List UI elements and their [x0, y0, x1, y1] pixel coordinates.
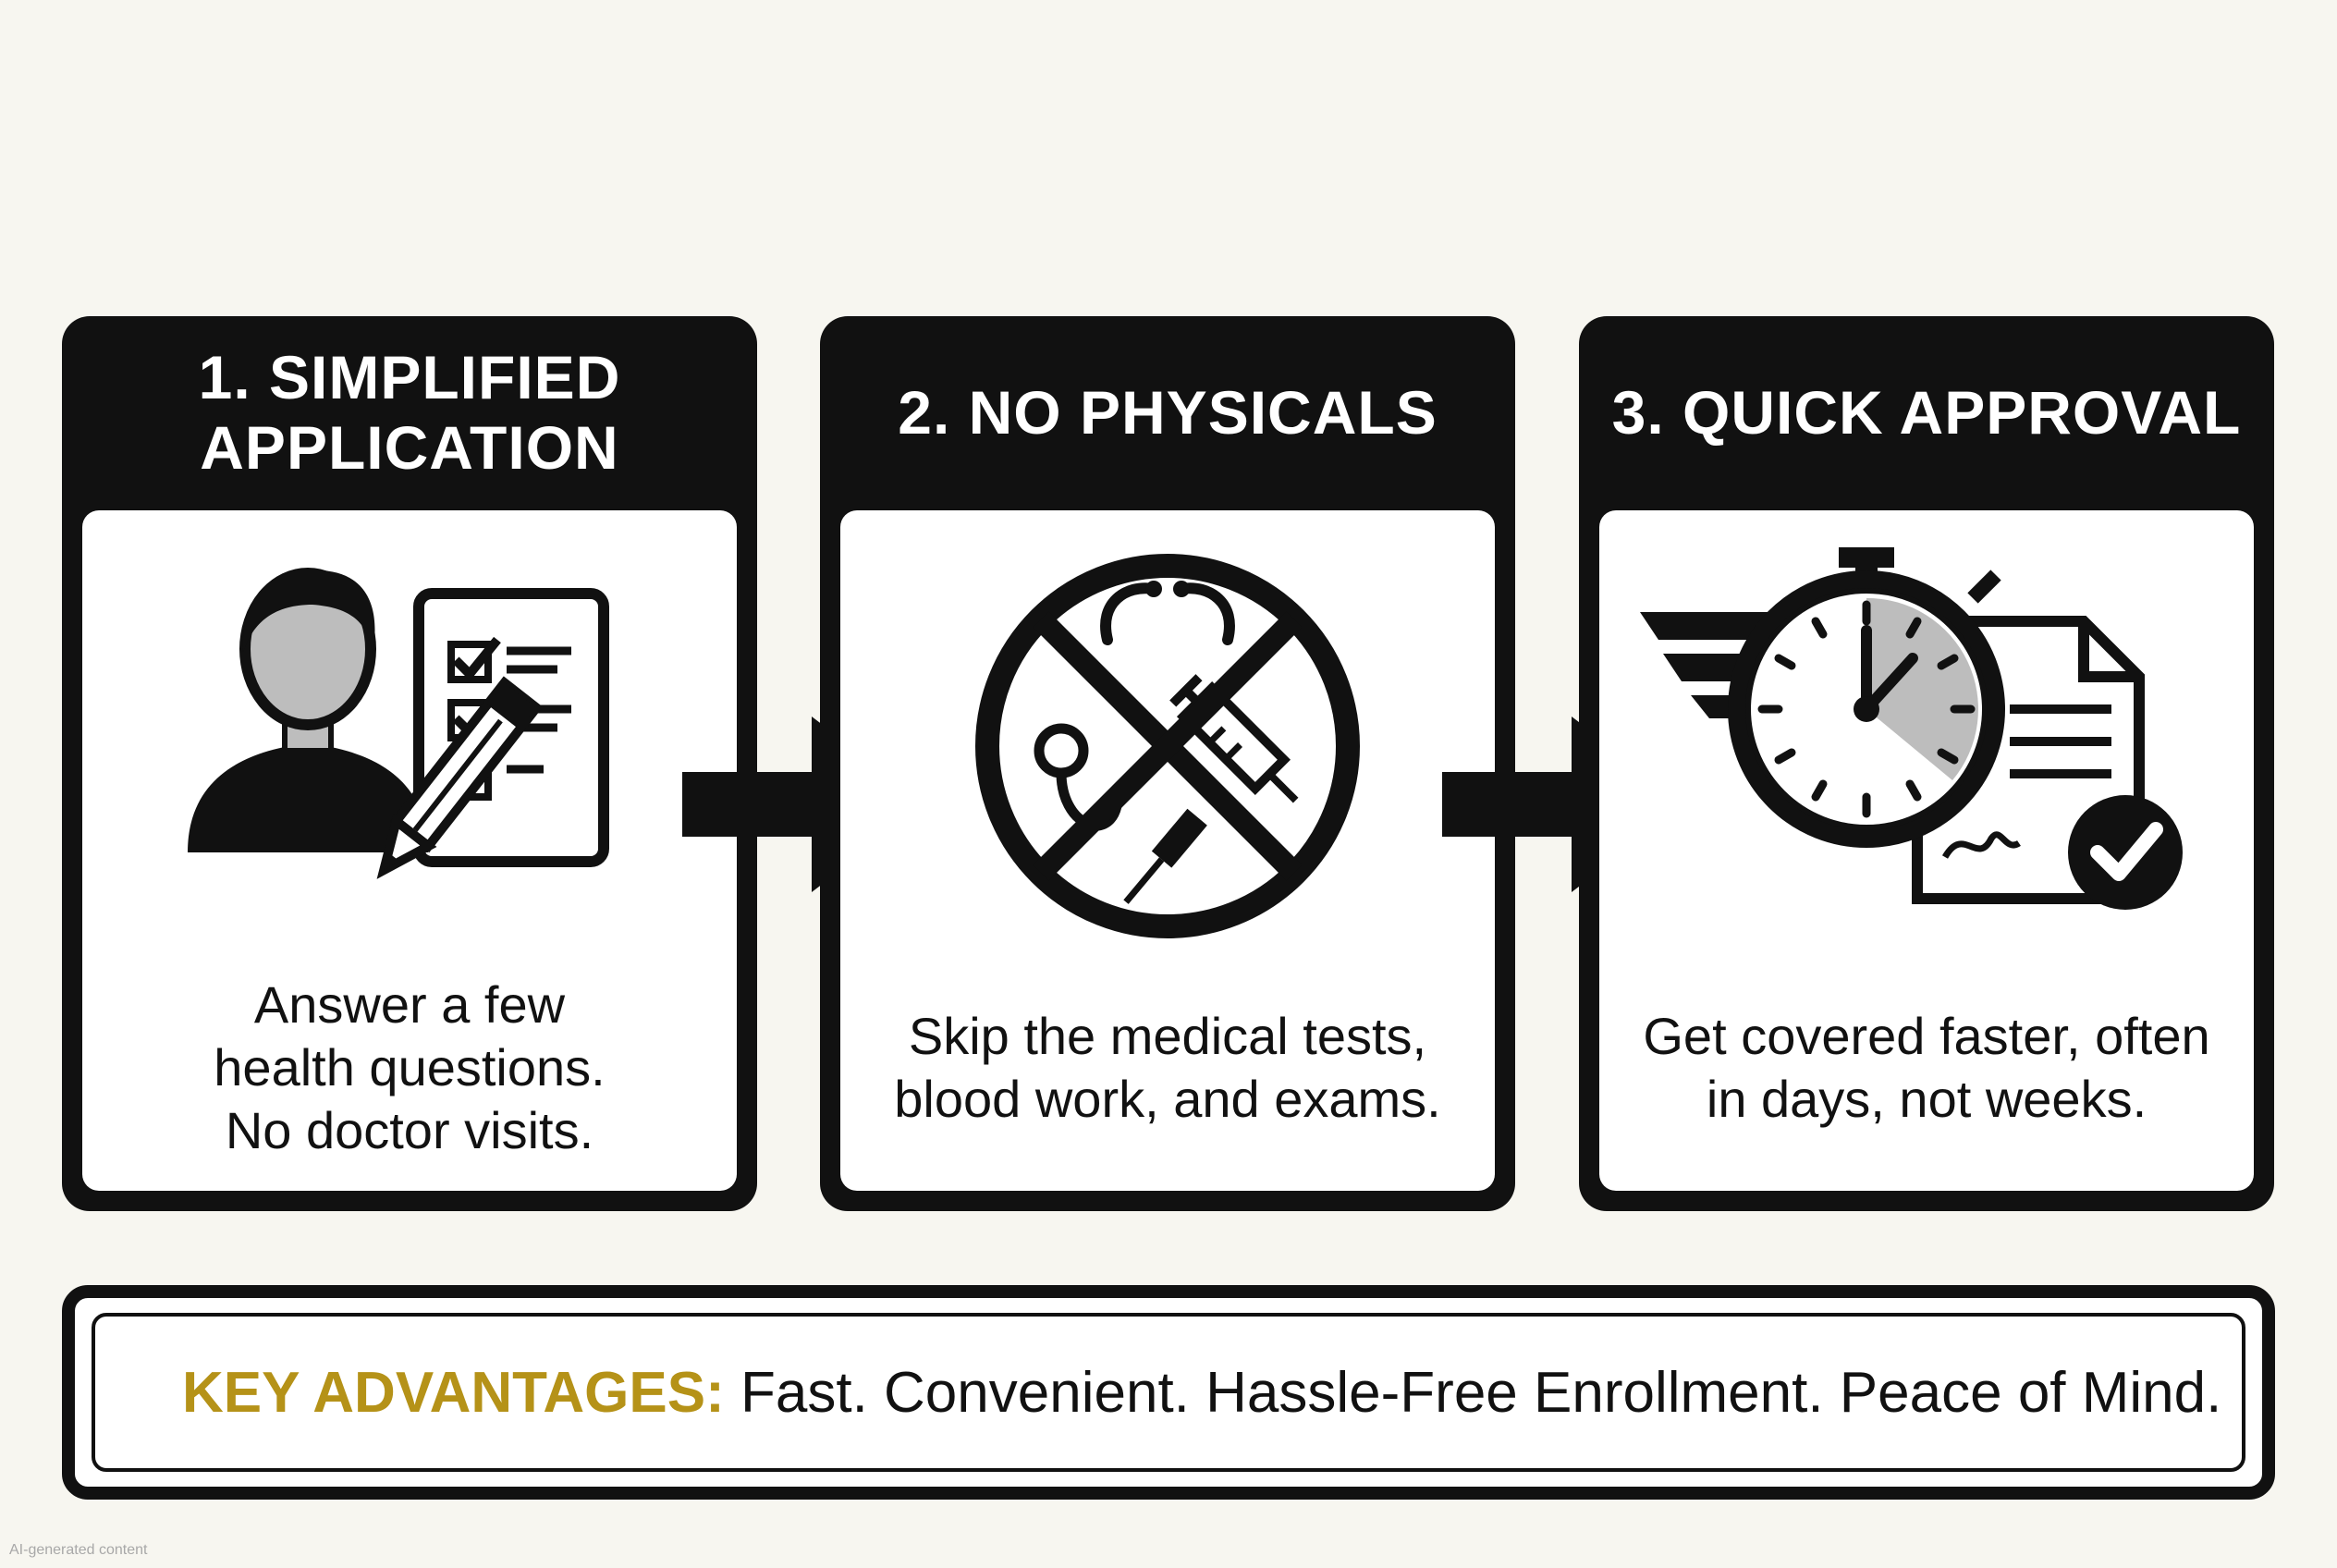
step-card-no-physicals: 2. NO PHYSICALS — [820, 316, 1515, 1211]
step-title: 3. QUICK APPROVAL — [1611, 378, 2242, 447]
banner-inner: KEY ADVANTAGES: Fast. Convenient. Hassle… — [92, 1313, 2245, 1472]
step-title: 2. NO PHYSICALS — [898, 378, 1438, 447]
step-description: Get covered faster, often in days, not w… — [1643, 1006, 2210, 1128]
step-description: Skip the medical tests, blood work, and … — [894, 1006, 1441, 1128]
banner-label: KEY ADVANTAGES: — [182, 1360, 725, 1425]
stopwatch-approved-document-icon — [1599, 547, 2254, 945]
step-card-quick-approval: 3. QUICK APPROVAL — [1579, 316, 2274, 1211]
step-description: Answer a few health questions. No doctor… — [214, 974, 606, 1160]
ai-generated-note: AI-generated content — [9, 1542, 148, 1558]
person-checklist-pencil-icon — [82, 547, 737, 945]
banner-advantages: Fast. Convenient. Hassle-Free Enrollment… — [724, 1360, 2222, 1425]
step-body: Skip the medical tests, blood work, and … — [840, 510, 1495, 1191]
step-body: Get covered faster, often in days, not w… — [1599, 510, 2254, 1191]
step-card-simplified-application: 1. SIMPLIFIED APPLICATION — [62, 316, 757, 1211]
step-title: 1. SIMPLIFIED APPLICATION — [198, 343, 621, 482]
step-body: Answer a few health questions. No doctor… — [82, 510, 737, 1191]
key-advantages-banner: KEY ADVANTAGES: Fast. Convenient. Hassle… — [62, 1285, 2275, 1500]
banner-text: KEY ADVANTAGES: Fast. Convenient. Hassle… — [182, 1360, 2221, 1426]
no-medical-tests-icon — [840, 547, 1495, 945]
